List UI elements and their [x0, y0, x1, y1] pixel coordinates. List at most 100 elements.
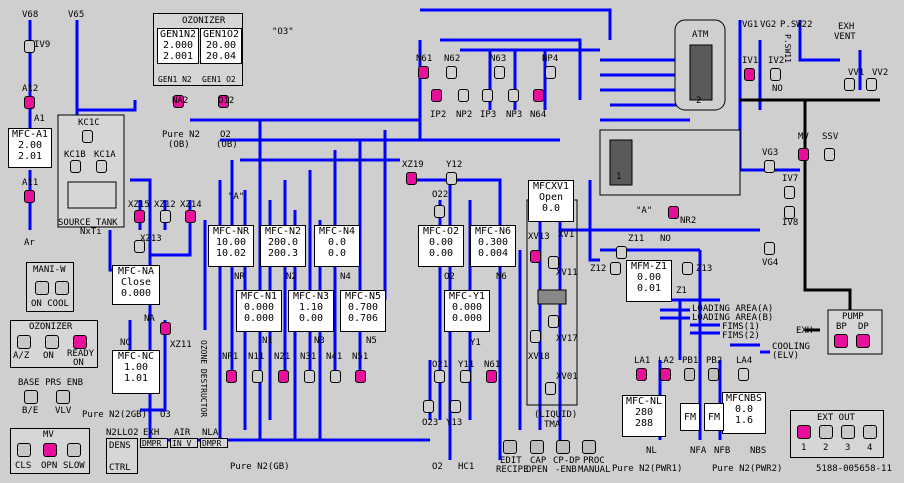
valve-xz11[interactable] [160, 322, 171, 335]
edit-recipe-button[interactable] [503, 440, 517, 454]
valve-n31[interactable] [304, 370, 315, 383]
pump-dp-button[interactable] [856, 334, 870, 348]
mv-cls-button[interactable] [17, 443, 31, 457]
valve-iv2[interactable] [770, 68, 781, 81]
valve-n61[interactable] [418, 66, 429, 79]
valve-n63[interactable] [494, 66, 505, 79]
valve-na2[interactable] [173, 95, 184, 108]
valve-o23[interactable] [423, 400, 434, 413]
pump-bp-button[interactable] [834, 334, 848, 348]
valve-kc1b[interactable] [70, 160, 81, 173]
valve-y11[interactable] [460, 370, 471, 383]
valve-iv8[interactable] [784, 206, 795, 219]
valve-n64[interactable] [533, 89, 544, 102]
valve-la1[interactable] [636, 368, 647, 381]
air-inv-button[interactable]: IN V [170, 438, 198, 448]
valve-nr1[interactable] [226, 370, 237, 383]
valve-o21[interactable] [434, 370, 445, 383]
valve-n21[interactable] [278, 370, 289, 383]
valve-pb1[interactable] [684, 368, 695, 381]
ext-out-2-button[interactable] [819, 425, 833, 439]
ext-out-3-button[interactable] [841, 425, 855, 439]
valve-vg3[interactable] [764, 160, 775, 173]
valve-nr2[interactable] [668, 206, 679, 219]
mv-opn-button[interactable] [43, 443, 57, 457]
valve-a11[interactable] [24, 190, 35, 203]
valve-la2[interactable] [660, 368, 671, 381]
valve-vv2[interactable] [866, 78, 877, 91]
valve-z12[interactable] [610, 262, 621, 275]
gen1o2-display[interactable]: GEN1O2 20.00 20.04 [200, 28, 242, 64]
ext-out-4-button[interactable] [863, 425, 877, 439]
valve-y12[interactable] [446, 172, 457, 185]
valve-z13[interactable] [682, 262, 693, 275]
base-vlv-button[interactable] [56, 390, 70, 404]
valve-ssv[interactable] [824, 148, 835, 161]
valve-ip3[interactable] [482, 89, 493, 102]
valve-ip2[interactable] [431, 89, 442, 102]
ozonizer-on-button[interactable] [45, 335, 59, 349]
valve-n62[interactable] [446, 66, 457, 79]
valve-xv18[interactable] [530, 330, 541, 343]
valve-kc1c[interactable] [82, 130, 93, 143]
valve-xz14[interactable] [185, 210, 196, 223]
valve-np2[interactable] [458, 89, 469, 102]
valve-xz12[interactable] [160, 210, 171, 223]
nla-dmpr-button[interactable]: DMPR [200, 438, 228, 448]
valve-xv17[interactable] [548, 315, 559, 328]
mani-w-on-button[interactable] [35, 281, 49, 295]
valve-la4[interactable] [738, 368, 749, 381]
valve-xv01[interactable] [545, 382, 556, 395]
valve-n61b[interactable] [486, 370, 497, 383]
valve-z11[interactable] [616, 246, 627, 259]
valve-kc1a[interactable] [96, 160, 107, 173]
valve-mv[interactable] [798, 148, 809, 161]
ozonizer-ready-button[interactable] [73, 335, 87, 349]
dens-ctrl-button[interactable]: DENS CTRL [106, 438, 138, 474]
valve-xz15[interactable] [134, 210, 145, 223]
valve-n11[interactable] [252, 370, 263, 383]
valve-iv9[interactable] [24, 40, 35, 53]
valve-xz13[interactable] [134, 240, 145, 253]
exh-dmpr-button[interactable]: DMPR [140, 438, 168, 448]
valve-iv1[interactable] [744, 68, 755, 81]
valve-vv1[interactable] [844, 78, 855, 91]
proc-manual-button[interactable] [582, 440, 596, 454]
ozonizer-az-button[interactable] [17, 335, 31, 349]
mv-slow-button[interactable] [67, 443, 81, 457]
valve-o12[interactable] [218, 95, 229, 108]
valve-np4[interactable] [545, 66, 556, 79]
valve-xv13[interactable] [530, 250, 541, 263]
cap-open-button[interactable] [530, 440, 544, 454]
valve-vg4[interactable] [764, 242, 775, 255]
base-be-button[interactable] [24, 390, 38, 404]
valve-o32[interactable] [434, 205, 445, 218]
valve-n41[interactable] [330, 370, 341, 383]
valve-a12[interactable] [24, 96, 35, 109]
valve-iv7[interactable] [784, 186, 795, 199]
ext-out-1-button[interactable] [797, 425, 811, 439]
gen1n2-display[interactable]: GEN1N2 2.000 2.001 [157, 28, 199, 64]
mani-w-cool-button[interactable] [55, 281, 69, 295]
valve-n51[interactable] [355, 370, 366, 383]
valve-xv1[interactable] [548, 256, 559, 269]
cpdp-enb-button[interactable] [556, 440, 570, 454]
valve-np3[interactable] [508, 89, 519, 102]
valve-xz19[interactable] [406, 172, 417, 185]
valve-pb2[interactable] [708, 368, 719, 381]
